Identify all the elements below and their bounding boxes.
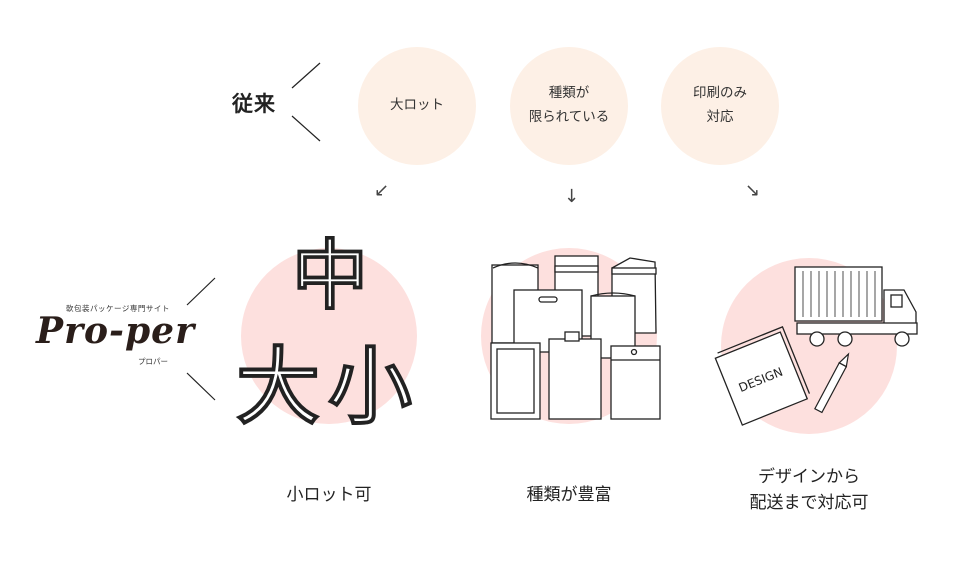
char-large: 大 xyxy=(236,338,320,436)
size-characters: 中 大 小 xyxy=(235,230,412,436)
arrow-down-right-icon: ↘ xyxy=(745,180,761,201)
conventional-label: 従来 xyxy=(232,92,276,116)
pouch-bottom-left xyxy=(490,342,541,420)
package-illustration xyxy=(490,255,661,420)
conventional-item-print-only: 印刷のみ 対応 xyxy=(661,47,779,165)
logo-name: Pro-per xyxy=(36,310,196,352)
spout-pouch xyxy=(548,338,602,420)
design-book-icon: DESIGN xyxy=(714,326,811,426)
char-small: 小 xyxy=(328,338,412,436)
zipper-pouch xyxy=(610,345,661,420)
circle-size xyxy=(241,248,417,424)
truck-icon xyxy=(794,266,918,347)
proper-item-design-to-delivery: デザインから 配送まで対応可 xyxy=(749,467,869,514)
pencil-icon xyxy=(814,352,850,414)
proper-item-variety: 種類が豊富 xyxy=(526,485,612,505)
conventional-item-large-lot: 大ロット xyxy=(358,47,476,165)
bracket-line-bottom xyxy=(291,115,321,142)
arrow-down-icon: ↓ xyxy=(564,186,580,207)
char-medium: 中 xyxy=(292,231,368,320)
bracket-line-top xyxy=(291,62,321,89)
logo-kana: プロパー xyxy=(138,357,168,366)
logo-bracket-top xyxy=(186,277,216,306)
proper-item-small-lot: 小ロット可 xyxy=(286,485,372,505)
arrow-down-left-icon: ↙ xyxy=(374,180,390,201)
conventional-item-limited-types: 種類が 限られている xyxy=(510,47,628,165)
logo-tagline: 軟包装パッケージ専門サイト xyxy=(66,304,170,313)
logo-bracket-bottom xyxy=(186,372,216,401)
